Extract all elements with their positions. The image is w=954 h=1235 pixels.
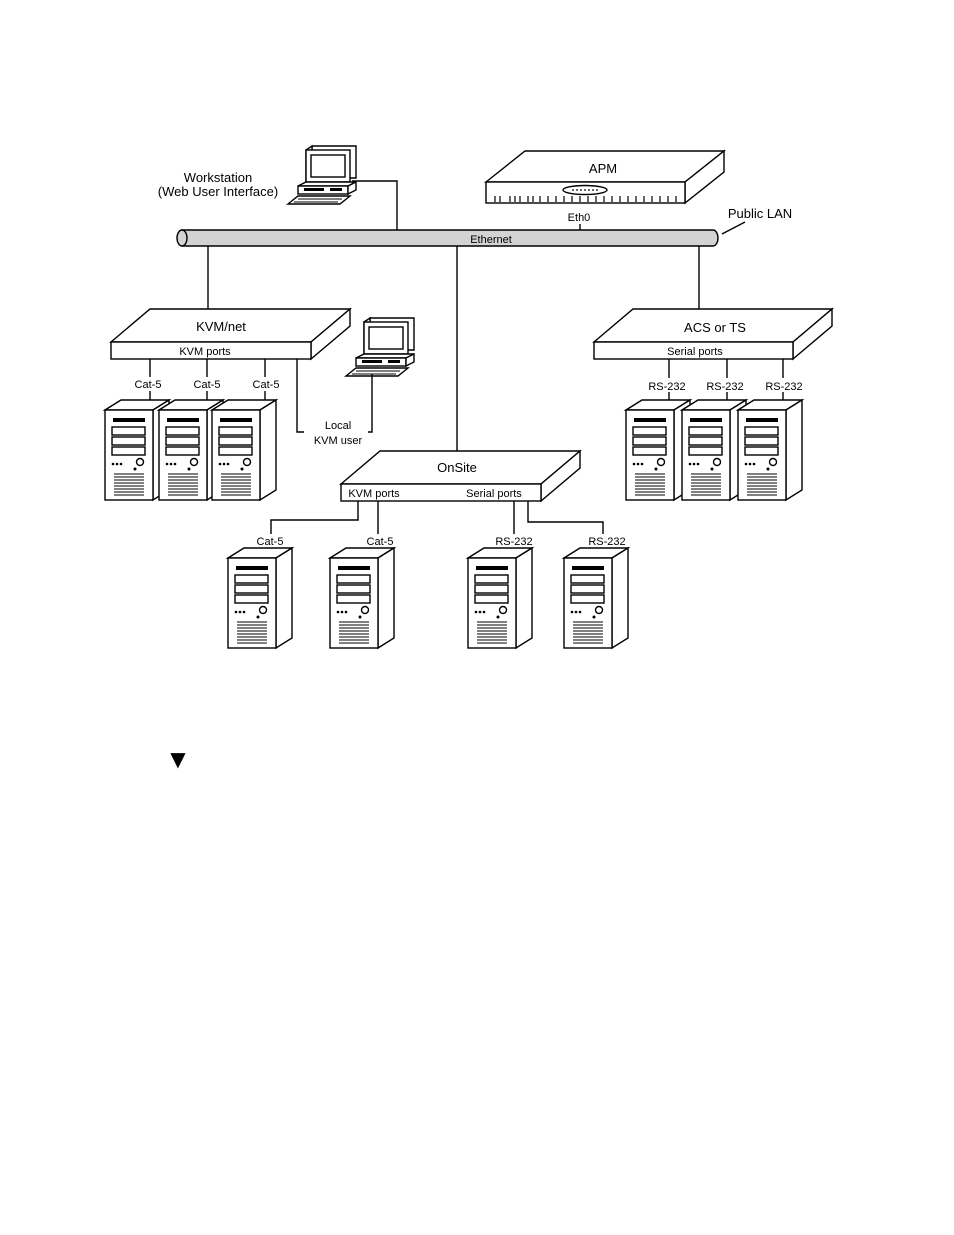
cat5-label: Cat-5	[257, 536, 284, 548]
kvmnet-label: KVM/net	[196, 319, 246, 334]
cat5-label: Cat-5	[194, 379, 221, 391]
rs232-label: RS-232	[588, 536, 625, 548]
onsite-kvm-ports-label: KVM ports	[348, 488, 400, 500]
serial-ports-label: Serial ports	[667, 346, 723, 358]
cat5-label: Cat-5	[253, 379, 280, 391]
workstation-link	[352, 180, 398, 230]
rs232-label: RS-232	[648, 381, 685, 393]
server-icon	[211, 399, 277, 501]
server-icon	[563, 547, 629, 649]
kvm-user-label: KVM user	[314, 435, 363, 447]
onsite-serial-ports-label: Serial ports	[466, 488, 522, 500]
server-icon	[625, 399, 691, 501]
local-label: Local	[325, 420, 351, 432]
server-icon	[467, 547, 533, 649]
eth0-label: Eth0	[568, 212, 591, 224]
server-icon	[329, 547, 395, 649]
down-triangle-icon: ▼	[170, 747, 186, 771]
apm-label: APM	[589, 161, 617, 176]
kvmnet-device	[109, 307, 352, 361]
workstation-label: Workstation	[184, 170, 252, 185]
acs-device	[592, 307, 834, 361]
apm-device	[483, 149, 727, 205]
public-lan-leader	[721, 221, 746, 235]
server-icon	[681, 399, 747, 501]
rs232-label: RS-232	[495, 536, 532, 548]
acs-label: ACS or TS	[684, 320, 746, 335]
onsite-label: OnSite	[437, 460, 477, 475]
rs232-label: RS-232	[765, 381, 802, 393]
local-kvm-user-icon	[345, 317, 415, 377]
onsite-device	[339, 449, 582, 503]
workstation-icon	[287, 145, 357, 205]
server-icon	[737, 399, 803, 501]
server-icon	[227, 547, 293, 649]
kvm-ports-label: KVM ports	[179, 346, 231, 358]
ethernet-label: Ethernet	[470, 234, 512, 246]
workstation-sublabel: (Web User Interface)	[158, 184, 278, 199]
cat5-label: Cat-5	[135, 379, 162, 391]
ethernet-bus	[176, 229, 719, 247]
onsite-cables	[270, 501, 604, 553]
rs232-label: RS-232	[706, 381, 743, 393]
cat5-label: Cat-5	[367, 536, 394, 548]
public-lan-label: Public LAN	[728, 206, 792, 221]
